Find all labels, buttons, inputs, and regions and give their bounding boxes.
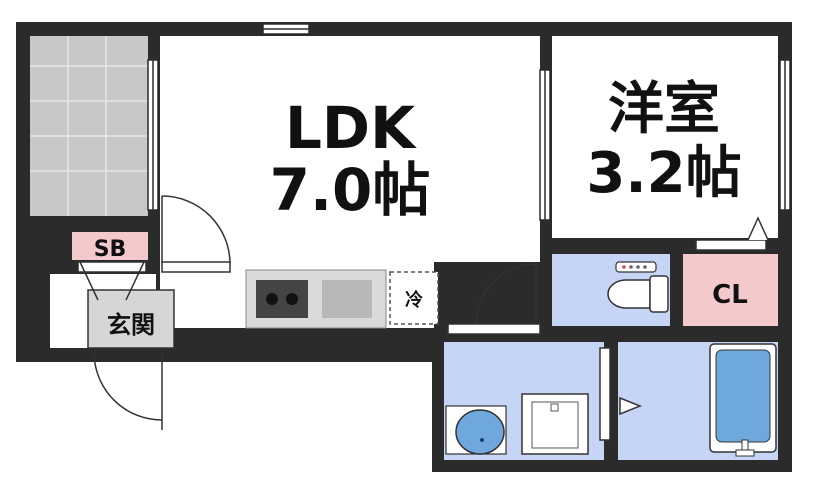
balcony-grid: [30, 36, 148, 216]
toilet-fixture: [607, 261, 669, 313]
burner-icon: [266, 293, 278, 305]
toilet-control-panel: [615, 261, 657, 273]
doors: [77, 195, 769, 441]
bathtub: [709, 343, 777, 457]
fridge-label: 冷: [405, 289, 423, 311]
entrance-floor: [87, 289, 175, 349]
bathtub-icon: [715, 349, 771, 443]
western-room-name: 洋室: [608, 77, 720, 142]
ldk-name: LDK: [285, 94, 417, 162]
faucet-icon: [735, 449, 755, 457]
sink: [322, 280, 372, 318]
closet: [683, 254, 778, 326]
ldk-room: [160, 36, 540, 262]
door-arc-entrance: [93, 351, 163, 421]
windows: [147, 23, 791, 221]
western-room: [552, 36, 778, 238]
washbasin-icon: [455, 409, 505, 455]
burner-icon: [286, 293, 298, 305]
washroom-fixtures: [445, 393, 589, 455]
toilet-bowl-icon: [607, 279, 651, 309]
door-arc-ldk: [161, 195, 231, 265]
closet-door-marker: [747, 216, 769, 241]
entrance-label: 玄関: [107, 311, 155, 339]
western-room-size: 3.2帖: [586, 141, 741, 206]
shoe-box-label: SB: [94, 237, 127, 262]
balcony: [30, 36, 148, 216]
balcony-floor: [30, 36, 148, 216]
ldk-size: 7.0帖: [270, 156, 431, 224]
door-arc-toilet: [475, 263, 537, 325]
shoe-box: [72, 232, 148, 260]
bathroom-door-marker: [619, 396, 643, 416]
toilet-tank: [649, 275, 669, 313]
kitchen-counter: [245, 269, 439, 329]
stove: [256, 280, 308, 318]
fridge-space: [389, 271, 439, 325]
closet-label: CL: [712, 280, 748, 310]
